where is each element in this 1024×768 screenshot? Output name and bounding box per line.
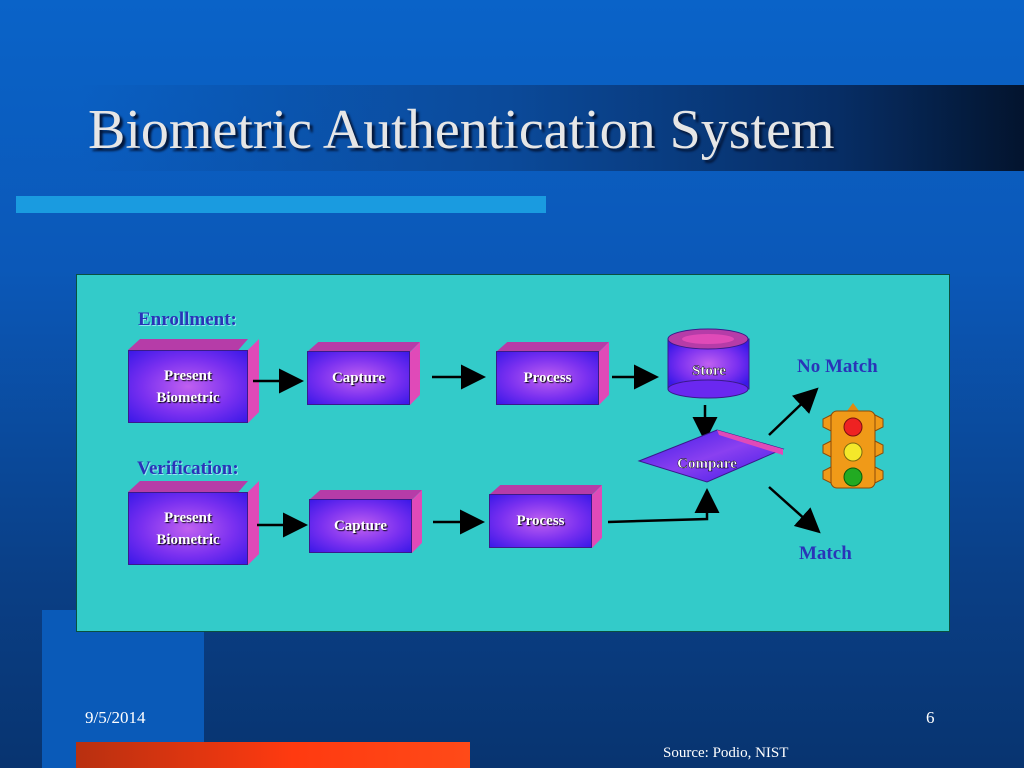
page-number: 6 [926, 708, 935, 727]
arrow-verify-process-compare [607, 488, 720, 524]
verification-label: Verification: [137, 458, 239, 479]
verify-process-box: Process [489, 485, 602, 548]
verify-capture-box: Capture [309, 490, 422, 553]
verify-present-line1: Present [163, 509, 213, 526]
slide-title: Biometric Authentication System [88, 99, 835, 161]
arrow-to-no-match [768, 387, 819, 436]
store-label: Store [692, 363, 726, 379]
enroll-process-box: Process [496, 342, 609, 405]
verify-process-label: Process [516, 513, 565, 529]
source-citation: Source: Podio, NIST [663, 745, 789, 761]
no-match-label: No Match [797, 356, 878, 377]
compare-diamond [637, 429, 785, 483]
enroll-capture-label: Capture [331, 370, 386, 386]
traffic-light-icon [822, 403, 884, 489]
footer-accent-bar [76, 742, 470, 768]
enroll-present-line1: Present [163, 367, 213, 384]
verify-capture-label: Capture [333, 518, 388, 534]
verify-present-line2: Biometric [156, 531, 220, 548]
diagram-panel: Enrollment: Verification: Present Biomet… [76, 274, 950, 632]
verify-present-biometric-box: Present Biometric [128, 481, 259, 565]
enroll-capture-box: Capture [307, 342, 420, 405]
decorative-strip [42, 610, 204, 768]
store-cylinder [667, 328, 750, 399]
compare-label: Compare [677, 456, 737, 472]
arrow-to-match [768, 486, 821, 534]
diagram-graphics: Store Compare No Match Match [253, 328, 884, 564]
enroll-process-label: Process [523, 370, 572, 386]
match-label: Match [799, 543, 852, 564]
enroll-present-line2: Biometric [156, 389, 220, 406]
enrollment-label: Enrollment: [138, 309, 237, 330]
title-underline [16, 196, 546, 213]
title-band [80, 85, 1024, 171]
slide-date: 9/5/2014 [85, 708, 146, 727]
